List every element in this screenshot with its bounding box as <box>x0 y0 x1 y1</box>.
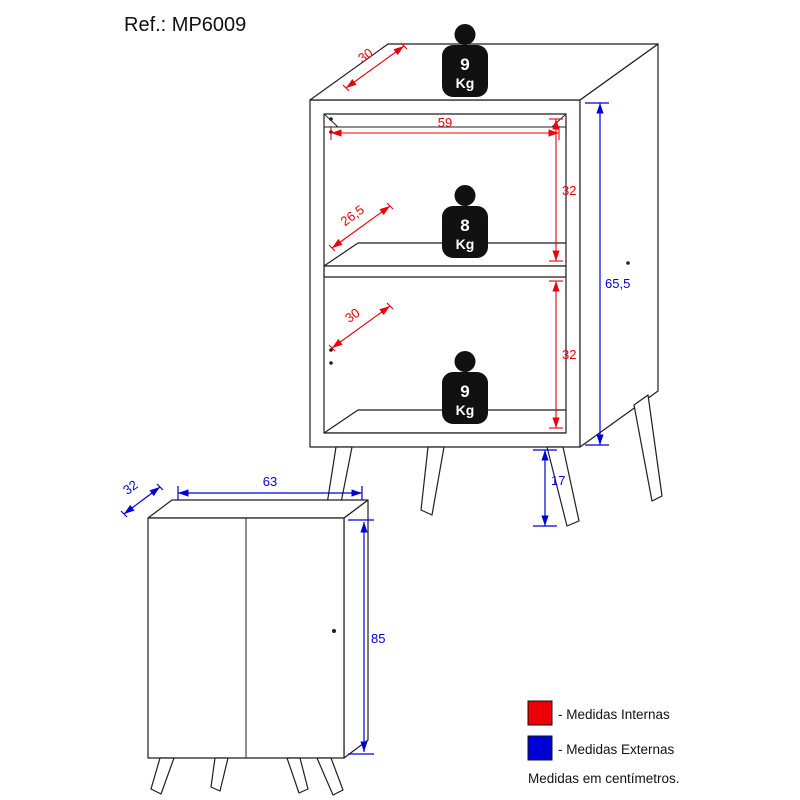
dim-label: 32 <box>562 183 576 198</box>
dim-lower-height: 32 <box>549 280 576 429</box>
back-left-leg <box>210 757 229 792</box>
legend-external-label: - Medidas Externas <box>558 742 675 757</box>
legend-internal-label: - Medidas Internas <box>558 707 670 722</box>
front-right-leg <box>546 446 580 527</box>
open-view-drawing: 9 Kg 8 Kg 9 Kg 30 59 <box>309 24 663 527</box>
dim-tick <box>328 344 336 352</box>
weight-body <box>442 206 488 258</box>
weight-knob <box>454 351 476 372</box>
dim-tick <box>400 42 408 50</box>
back-right-leg <box>286 757 309 794</box>
dim-tick <box>386 202 394 210</box>
legend-units-note: Medidas em centímetros. <box>528 771 680 786</box>
dim-lower-depth: 30 <box>328 302 394 352</box>
dim-line <box>123 486 161 515</box>
weight-knob <box>454 24 476 45</box>
dim-closed-width: 63 <box>177 474 363 500</box>
closed-top-face <box>147 499 369 519</box>
legend: - Medidas Internas - Medidas Externas Me… <box>527 700 680 786</box>
legend-internal-swatch <box>527 700 553 726</box>
back-right-leg <box>633 394 663 502</box>
weight-unit: Kg <box>456 402 475 418</box>
weight-value: 8 <box>460 216 469 235</box>
dim-tick <box>342 84 350 92</box>
dim-tick <box>120 510 128 518</box>
legend-external-swatch <box>527 735 553 761</box>
hinge-dot <box>329 348 333 352</box>
back-left-leg <box>420 446 445 516</box>
dim-label: 30 <box>342 305 363 326</box>
dim-line <box>331 205 391 249</box>
weight-value: 9 <box>460 55 469 74</box>
dim-line <box>345 45 405 89</box>
dim-body-height: 65,5 <box>585 102 630 446</box>
dim-tick <box>328 244 336 252</box>
weight-icon-top: 9 Kg <box>442 24 488 97</box>
dim-tick <box>156 483 164 491</box>
weight-value: 9 <box>460 382 469 401</box>
side-panel-dot <box>626 261 630 265</box>
dim-label: 30 <box>355 45 376 66</box>
cabinet-opening <box>323 113 567 434</box>
hinge-dot <box>329 361 333 365</box>
cabinet-right-face <box>579 43 659 448</box>
weight-unit: Kg <box>456 236 475 252</box>
weight-knob <box>454 185 476 206</box>
weight-body <box>442 45 488 97</box>
weight-unit: Kg <box>456 75 475 91</box>
dim-top-depth: 30 <box>342 42 408 92</box>
dim-line <box>331 305 391 349</box>
closed-cabinet-legs <box>150 757 344 796</box>
interior-floor <box>324 409 566 433</box>
front-right-leg <box>316 757 344 796</box>
closed-view-drawing: 32 63 85 <box>120 474 385 796</box>
weight-body <box>442 372 488 424</box>
dim-leg-height: 17 <box>533 449 565 527</box>
dim-label: 63 <box>263 474 277 489</box>
dim-label: 32 <box>562 347 576 362</box>
dim-label: 85 <box>371 631 385 646</box>
dim-upper-height: 32 <box>549 118 576 262</box>
door-handle-dot <box>332 629 336 633</box>
dim-label: 17 <box>551 473 565 488</box>
weight-icon-bottom: 9 Kg <box>442 351 488 424</box>
shelf-front-edge <box>324 265 566 278</box>
dim-label: 32 <box>120 477 141 498</box>
hinge-dot <box>329 117 333 121</box>
ref-label: Ref.: MP6009 <box>124 14 246 36</box>
dim-label: 59 <box>438 115 452 130</box>
weight-icon-shelf: 8 Kg <box>442 185 488 258</box>
dim-tick <box>386 302 394 310</box>
dim-label: 65,5 <box>605 276 630 291</box>
dim-closed-depth: 32 <box>120 477 164 518</box>
dim-closed-height: 85 <box>348 519 385 755</box>
front-left-leg <box>150 757 175 795</box>
